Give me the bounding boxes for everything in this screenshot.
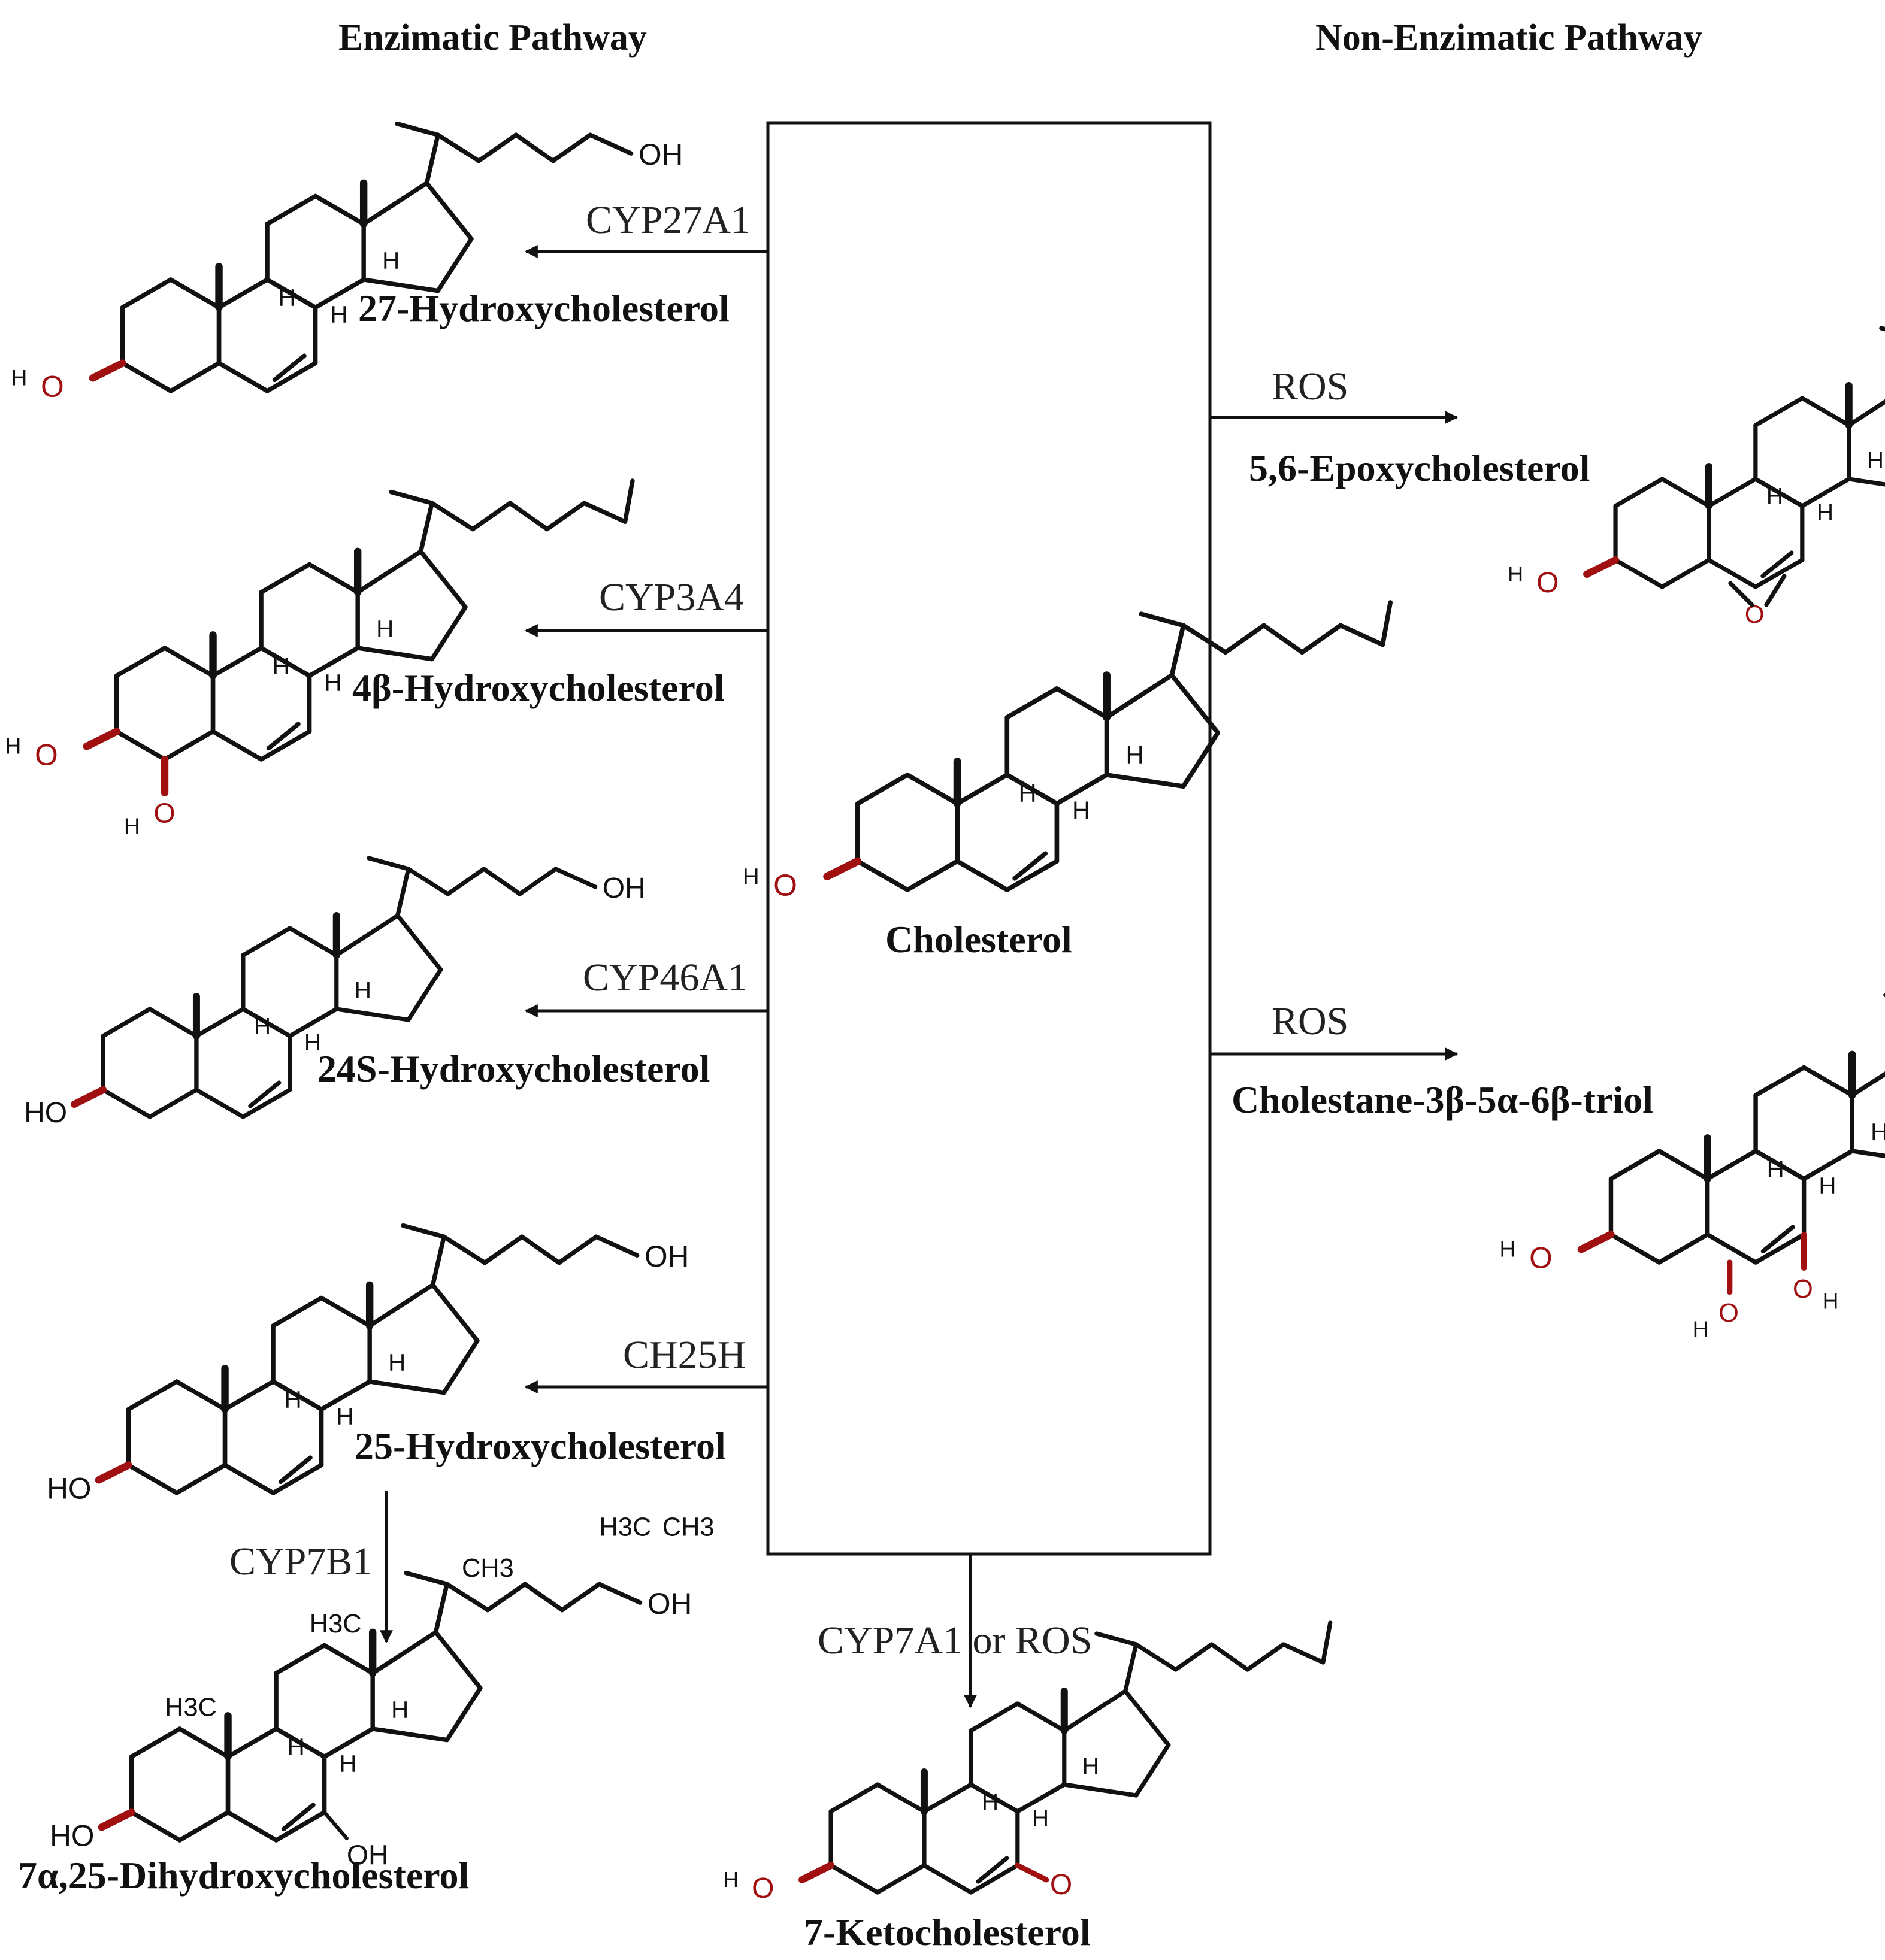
svg-text:HO: HO [47, 1471, 91, 1505]
product-cholestane-triol: Cholestane-3β-5α-6β-triol [1232, 1079, 1653, 1121]
svg-text:H: H [279, 284, 296, 311]
enzymatic-header: Enzimatic Pathway [338, 17, 647, 58]
product-24s-hydroxycholesterol: 24S-Hydroxycholesterol [317, 1047, 710, 1090]
svg-text:H: H [1072, 796, 1090, 825]
svg-text:H: H [11, 365, 27, 390]
svg-text:OH: OH [347, 1839, 389, 1870]
svg-text:H: H [982, 1789, 999, 1815]
25-hydroxycholesterol-structure: OH H H H HO [47, 1223, 689, 1505]
svg-text:H: H [1867, 448, 1884, 474]
svg-text:CH3: CH3 [462, 1554, 514, 1583]
svg-text:H: H [304, 1030, 321, 1056]
svg-text:O: O [1745, 600, 1765, 628]
enzyme-label-cyp46a1: CYP46A1 [583, 956, 748, 999]
svg-text:H: H [330, 301, 347, 328]
svg-text:H: H [1871, 1118, 1885, 1145]
agent-label-cyp7a1-or-ros: CYP7A1 or ROS [818, 1619, 1093, 1662]
svg-text:O: O [41, 369, 64, 403]
svg-text:H: H [1766, 484, 1783, 510]
svg-text:H: H [324, 669, 341, 696]
svg-text:CH3: CH3 [662, 1513, 715, 1542]
svg-text:H: H [376, 615, 394, 642]
svg-text:O: O [153, 797, 175, 828]
svg-text:O: O [1050, 1869, 1072, 1901]
svg-text:H: H [1032, 1805, 1049, 1831]
svg-text:O: O [773, 868, 797, 902]
svg-text:H: H [388, 1349, 406, 1376]
svg-text:H: H [339, 1750, 356, 1777]
enzyme-label-cyp7b1: CYP7B1 [229, 1540, 373, 1583]
svg-text:H: H [743, 864, 760, 889]
svg-text:H: H [355, 978, 371, 1004]
svg-text:OH: OH [648, 1587, 692, 1620]
svg-text:OH: OH [639, 138, 683, 171]
svg-text:H3C: H3C [165, 1693, 217, 1722]
product-7-ketocholesterol: 7-Ketocholesterol [804, 1911, 1091, 1953]
svg-text:H: H [382, 247, 400, 274]
product-27-hydroxycholesterol: 27-Hydroxycholesterol [358, 287, 730, 329]
svg-text:O: O [1536, 567, 1559, 599]
svg-text:H: H [285, 1386, 302, 1413]
svg-text:H: H [5, 734, 21, 759]
svg-text:O: O [752, 1873, 774, 1904]
svg-text:OH: OH [603, 873, 646, 904]
svg-text:O: O [35, 738, 58, 771]
svg-text:H: H [723, 1867, 739, 1892]
svg-text:H: H [1819, 1172, 1836, 1199]
svg-text:H: H [124, 813, 140, 838]
agent-label-ros-triol: ROS [1272, 999, 1349, 1043]
svg-text:H: H [391, 1696, 409, 1723]
enzyme-label-ch25h: CH25H [623, 1333, 746, 1377]
svg-text:H: H [273, 652, 290, 679]
svg-text:H: H [1767, 1155, 1784, 1182]
svg-text:H: H [1499, 1237, 1515, 1262]
svg-text:H: H [1018, 779, 1036, 807]
svg-text:H: H [1126, 741, 1144, 769]
svg-text:H3C: H3C [310, 1610, 362, 1638]
svg-text:OH: OH [645, 1240, 689, 1273]
24s-hydroxycholesterol-structure: OH H H H HO [24, 856, 646, 1129]
svg-text:H: H [1082, 1753, 1099, 1779]
svg-text:O: O [1529, 1241, 1553, 1274]
svg-text:O: O [1793, 1275, 1813, 1304]
enzyme-label-cyp3a4: CYP3A4 [599, 575, 745, 619]
svg-text:H: H [1693, 1316, 1709, 1341]
svg-text:H: H [254, 1014, 271, 1040]
product-25-hydroxycholesterol: 25-Hydroxycholesterol [355, 1425, 726, 1467]
cholesterol-label: Cholesterol [885, 918, 1072, 961]
enzyme-label-cyp27a1: CYP27A1 [586, 198, 751, 242]
svg-text:O: O [1718, 1299, 1739, 1328]
svg-text:H3C: H3C [599, 1513, 651, 1542]
product-7a25-dihydroxycholesterol: 7α,25-Dihydroxycholesterol [18, 1854, 470, 1897]
product-56-epoxycholesterol: 5,6-Epoxycholesterol [1249, 447, 1590, 489]
svg-text:H: H [288, 1733, 305, 1760]
svg-text:H: H [1823, 1289, 1839, 1314]
agent-label-ros-epoxy: ROS [1272, 365, 1349, 408]
svg-text:HO: HO [24, 1097, 67, 1129]
cholesterol-box [766, 121, 1212, 1556]
svg-text:H: H [1817, 500, 1833, 526]
svg-text:H: H [1508, 562, 1523, 586]
product-4b-hydroxycholesterol: 4β-Hydroxycholesterol [352, 667, 725, 709]
non-enzymatic-header: Non-Enzimatic Pathway [1315, 17, 1702, 58]
svg-text:HO: HO [50, 1819, 94, 1852]
svg-text:H: H [336, 1402, 353, 1429]
